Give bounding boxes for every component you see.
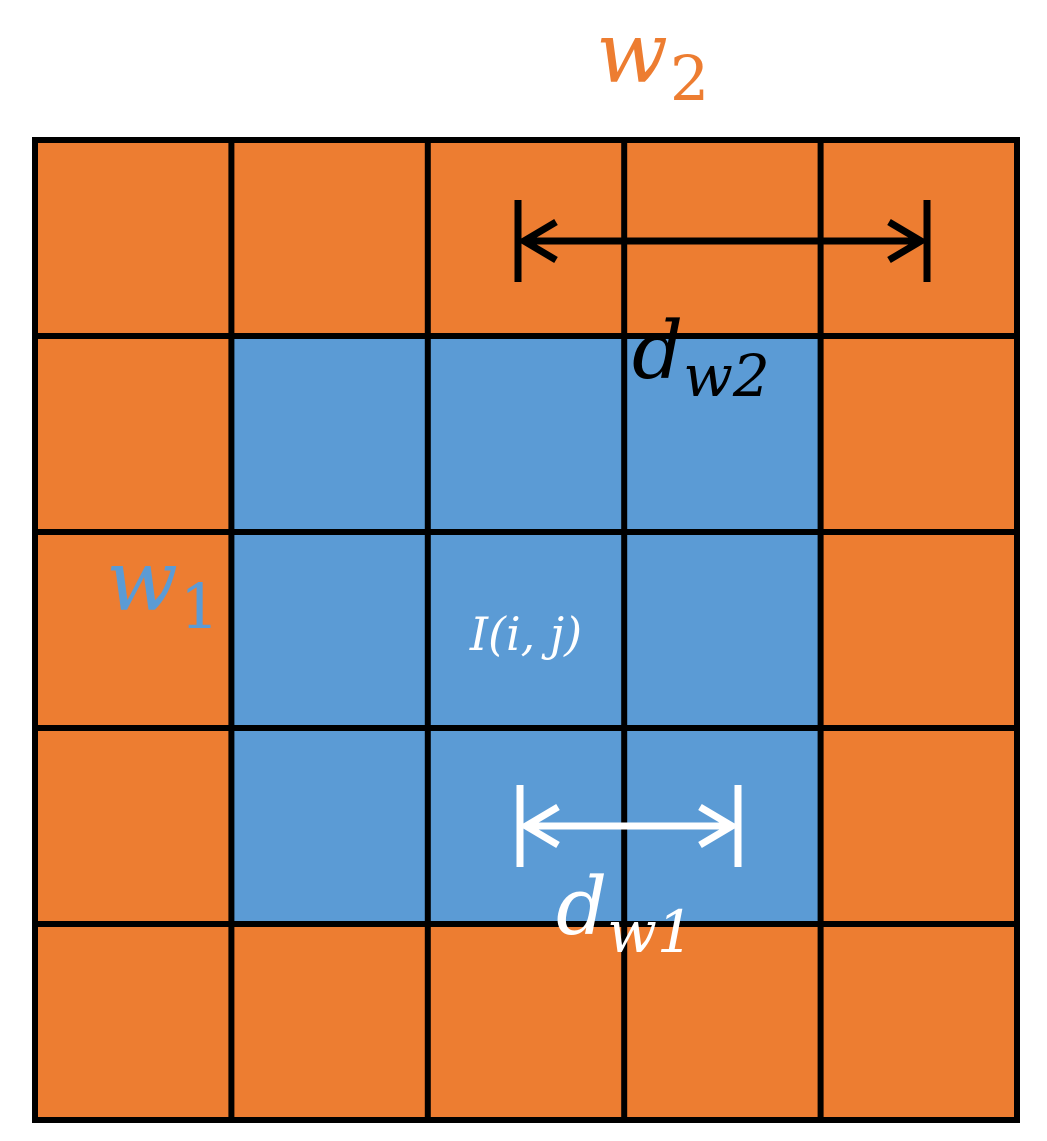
outer-window-cell (231, 924, 428, 1120)
outer-window-cell (820, 336, 1017, 532)
outer-window-cell (35, 336, 232, 532)
label-w1-main: w (106, 532, 178, 630)
label-w2-sub: 2 (670, 42, 709, 115)
label-dw2-main: d (632, 304, 683, 397)
outer-window-cell (35, 532, 232, 728)
inner-window-cell (624, 336, 821, 532)
inner-window-cell (231, 336, 428, 532)
label-dw2: dw2 (632, 304, 770, 410)
outer-window-cell (35, 728, 232, 924)
center-pixel-cell (427, 532, 625, 728)
outer-window-cell (231, 140, 428, 336)
dw2-arrow (514, 200, 931, 282)
label-w1-sub: 1 (180, 570, 219, 643)
inner-window-cell (231, 728, 428, 924)
outer-window-cell (35, 924, 232, 1120)
label-dw1: dw1 (556, 860, 694, 966)
outer-window-cell (427, 924, 625, 1120)
inner-window-cell (624, 532, 821, 728)
label-w2-main: w (596, 4, 668, 102)
outer-window-cell (35, 140, 232, 336)
dw1-arrow (516, 785, 742, 867)
outer-window-cell (820, 924, 1017, 1120)
outer-window-cell (820, 728, 1017, 924)
dw1-arrow-right-head (698, 803, 739, 849)
inner-window-cell (427, 336, 625, 532)
label-dw1-sub: w1 (607, 898, 694, 966)
outer-window-cell (820, 532, 1017, 728)
label-center-pixel: I(i, j) (469, 607, 582, 661)
dw1-arrow-left-head (519, 803, 560, 849)
grid-lines (32, 137, 1020, 1123)
label-dw2-sub: w2 (683, 342, 770, 410)
label-w1: w1 (106, 532, 219, 643)
outer-window-cell (624, 924, 821, 1120)
dw2-arrow-left-head (517, 218, 558, 264)
dw2-arrow-right-head (887, 218, 928, 264)
inner-window-cell (231, 532, 428, 728)
label-w2: w2 (596, 4, 709, 115)
label-dw1-main: d (556, 860, 607, 953)
